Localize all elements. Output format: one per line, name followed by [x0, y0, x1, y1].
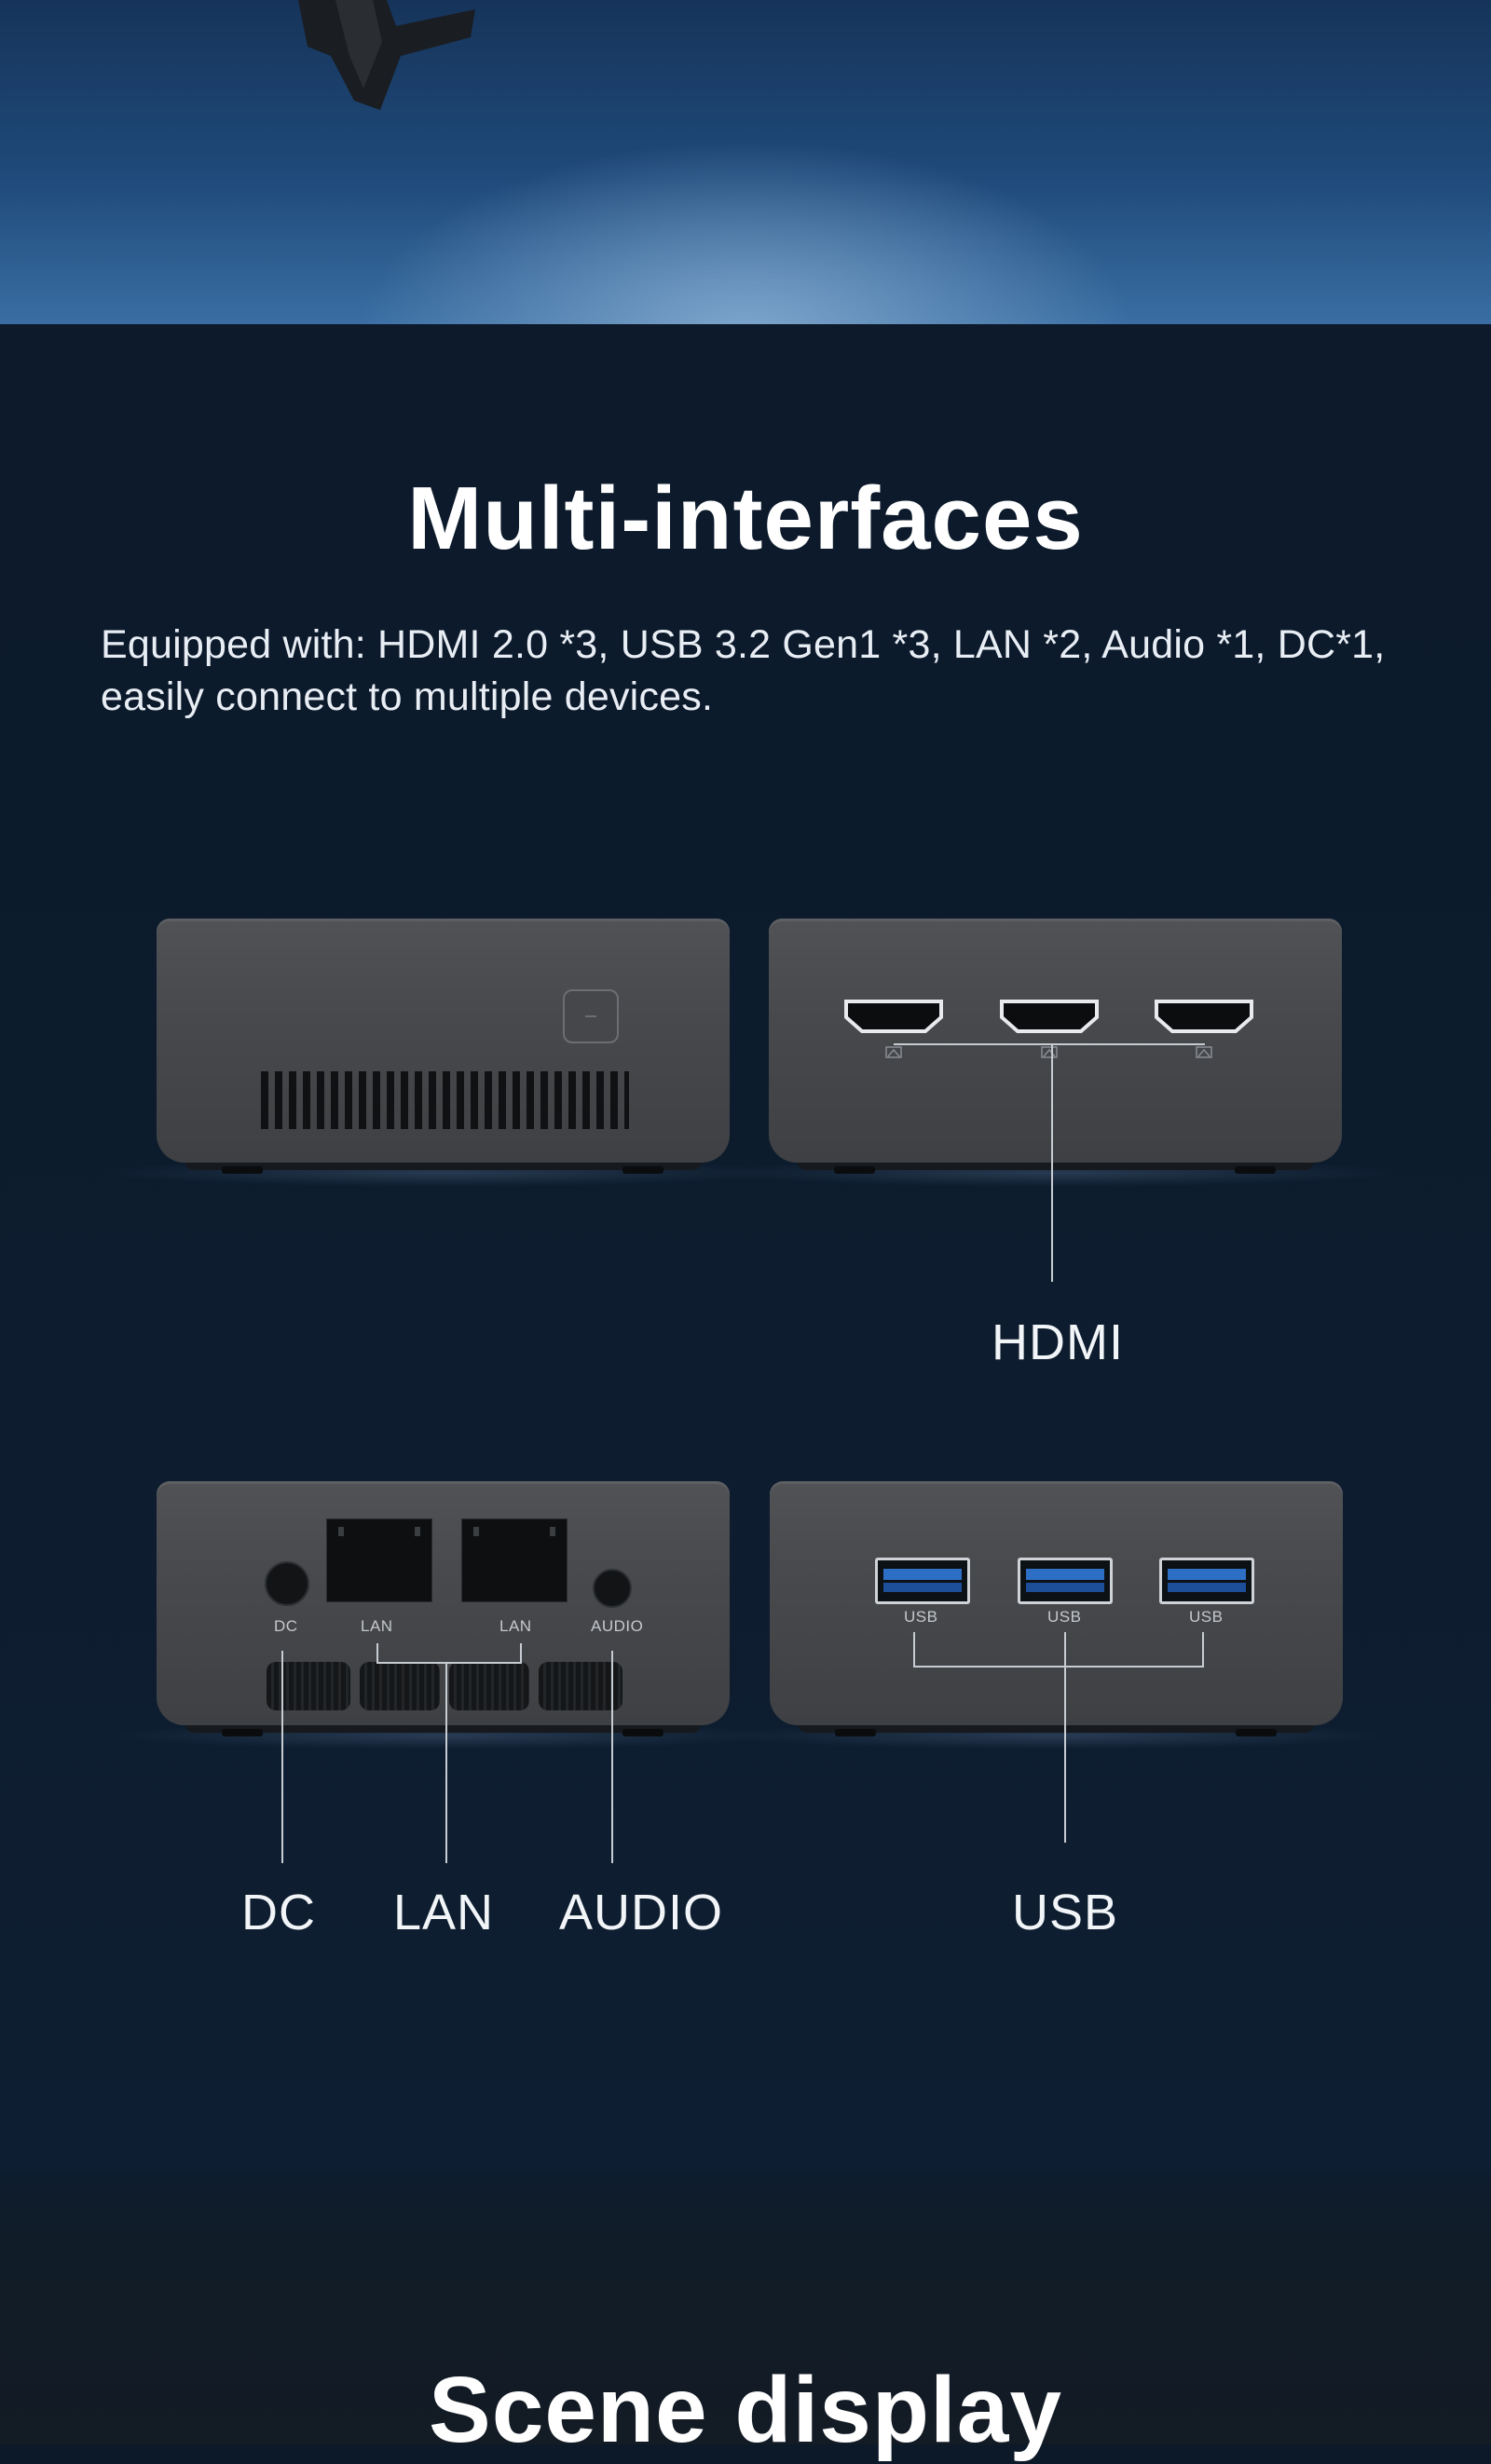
interfaces-section	[0, 324, 1491, 2187]
hero-banner	[0, 0, 1491, 324]
hdmi-symbol-icon	[1041, 1046, 1058, 1058]
hdmi-bracket-line	[894, 1043, 1205, 1045]
device-stand-image	[298, 0, 475, 110]
power-button	[563, 989, 619, 1043]
lan-port-2	[461, 1518, 568, 1602]
audio-port-label: AUDIO	[591, 1617, 644, 1635]
usb-port-1	[875, 1558, 970, 1604]
lan-bracket-line	[376, 1643, 378, 1664]
lan-bracket-line	[520, 1643, 522, 1664]
lan-port-label: LAN	[499, 1617, 532, 1635]
usb-port-label: USB	[1189, 1608, 1224, 1626]
grip-pad	[449, 1662, 529, 1710]
grip-pad	[267, 1662, 350, 1710]
dc-jack	[265, 1561, 309, 1606]
lan-callout: LAN	[393, 1885, 495, 1940]
audio-callout: AUDIO	[559, 1885, 724, 1940]
audio-callout-line	[611, 1651, 613, 1863]
device-front-view	[101, 919, 786, 1187]
lan-port-label: LAN	[361, 1617, 393, 1635]
dc-port-label: DC	[274, 1617, 298, 1635]
hdmi-port-2	[999, 999, 1100, 1034]
usb-callout-line	[1064, 1632, 1066, 1843]
usb-port-label: USB	[1047, 1608, 1082, 1626]
hdmi-symbol-icon	[885, 1046, 902, 1058]
device-hdmi-view	[713, 919, 1398, 1187]
device-rear-io-view: DC LAN LAN AUDIO	[101, 1481, 786, 1749]
grip-pad	[539, 1662, 622, 1710]
hdmi-port-1	[843, 999, 944, 1034]
usb-port-2	[1018, 1558, 1113, 1604]
device-usb-view: USB USB USB	[714, 1481, 1399, 1749]
usb-bracket-line	[913, 1666, 1204, 1668]
lan-port-1	[326, 1518, 432, 1602]
grip-pad	[360, 1662, 440, 1710]
hdmi-callout: HDMI	[992, 1314, 1124, 1370]
hdmi-callout-line	[1051, 1045, 1053, 1282]
scene-section	[0, 2171, 1491, 2444]
scene-display-title: Scene display	[429, 2358, 1062, 2462]
section-title: Multi-interfaces	[407, 469, 1084, 568]
usb-bracket-line	[1202, 1632, 1204, 1668]
lan-callout-line	[445, 1664, 447, 1863]
audio-jack	[593, 1569, 632, 1608]
air-vent	[261, 1071, 629, 1129]
section-description: Equipped with: HDMI 2.0 *3, USB 3.2 Gen1…	[101, 622, 1386, 719]
hdmi-port-3	[1154, 999, 1254, 1034]
usb-port-3	[1159, 1558, 1254, 1604]
usb-bracket-line	[913, 1632, 915, 1668]
dc-callout: DC	[241, 1885, 316, 1940]
lan-bracket-line	[376, 1662, 522, 1664]
usb-port-label: USB	[904, 1608, 938, 1626]
hdmi-symbol-icon	[1196, 1046, 1212, 1058]
dc-callout-line	[281, 1651, 283, 1863]
usb-callout: USB	[1012, 1885, 1119, 1940]
